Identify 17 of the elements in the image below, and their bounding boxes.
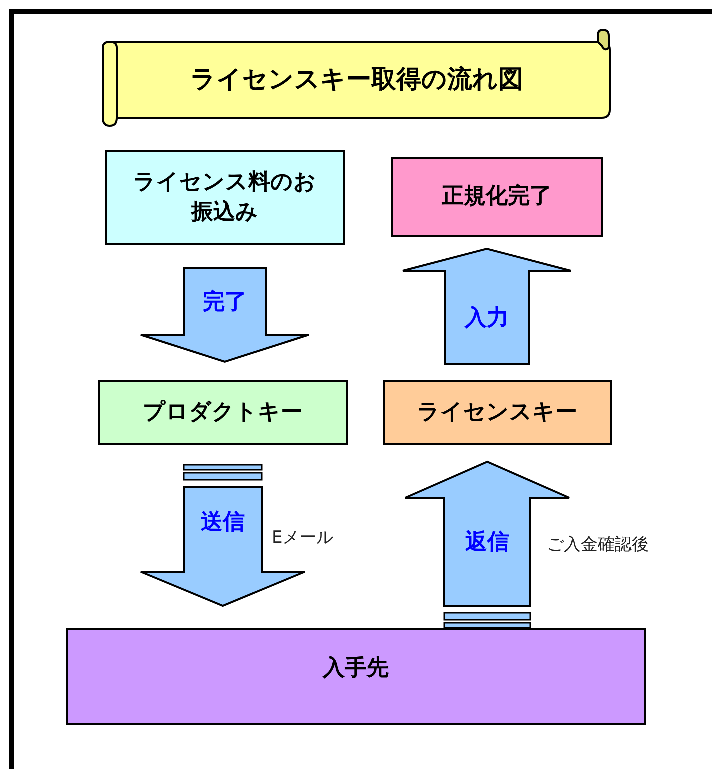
process-box: [66, 628, 646, 725]
box-label: ライセンス料のお振込み: [132, 168, 318, 226]
edge-label: 送信: [201, 508, 245, 536]
title: ライセンスキー取得の流れ図: [190, 64, 524, 96]
edge-label: 入力: [465, 304, 509, 332]
process-box: [105, 150, 345, 245]
box-label: 正規化完了: [442, 183, 552, 212]
note-label: Eメール: [272, 527, 334, 549]
box-label: プロダクトキー: [143, 398, 303, 427]
process-box: [98, 380, 348, 445]
note-label: ご入金確認後: [547, 534, 649, 556]
box-label: 入手先: [323, 655, 389, 683]
edge-label: 返信: [466, 529, 510, 557]
box-label: ライセンスキー: [418, 398, 578, 427]
edge-label: 完了: [203, 288, 247, 316]
process-box: [391, 157, 603, 237]
process-box: [383, 380, 612, 445]
